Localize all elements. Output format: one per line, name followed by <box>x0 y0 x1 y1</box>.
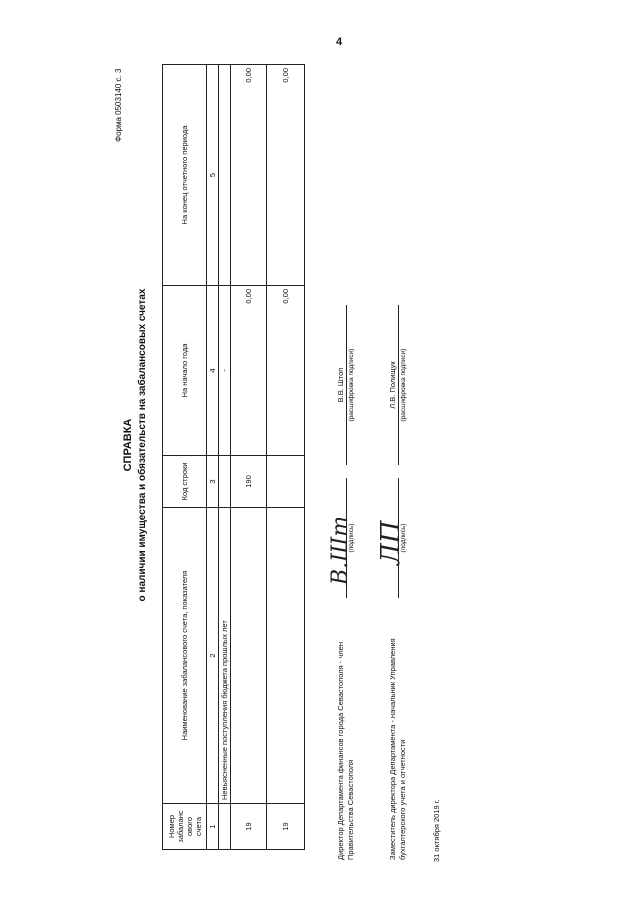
row-name: Невыясненные поступления бюджета прошлых… <box>218 507 231 804</box>
document-subtitle: о наличии имущества и обязательств на за… <box>137 288 148 602</box>
col-number: 1 <box>206 803 219 850</box>
name-caption: (расшифровка подписи) <box>400 348 407 422</box>
row-code: 190 <box>230 455 267 508</box>
row-begin: 0,00 <box>230 285 267 456</box>
row-name <box>266 507 305 804</box>
row-account <box>218 803 231 850</box>
signer-name: В.В. Штоп <box>336 367 345 403</box>
title-block: СПРАВКА о наличии имущества и обязательс… <box>122 235 148 655</box>
row-end: 0,00 <box>266 64 305 286</box>
column-number-row: 1 2 3 4 5 <box>206 64 219 850</box>
row-account: 19 <box>230 803 267 850</box>
document-title: СПРАВКА <box>122 418 134 472</box>
row-code <box>266 455 305 508</box>
header-begin: На начало года <box>162 285 207 456</box>
signature-caption: (подпись) <box>400 523 407 553</box>
header-end: На конец отчетного периода <box>162 64 207 286</box>
accounts-table-wrap: Номер забаланс ового счета Наименование … <box>162 64 305 850</box>
table-row: 19 0,00 0,00 <box>266 64 305 850</box>
signature-caption: (подпись) <box>348 523 355 553</box>
page-number: 4 <box>336 36 343 48</box>
col-number: 3 <box>206 455 219 508</box>
row-name <box>230 507 267 804</box>
accounts-table: Номер забаланс ового счета Наименование … <box>162 64 305 850</box>
row-end <box>218 64 231 286</box>
row-begin: 0,00 <box>266 285 305 456</box>
name-caption: (расшифровка подписи) <box>348 348 355 422</box>
table-row: Невыясненные поступления бюджета прошлых… <box>218 64 231 850</box>
header-row: Номер забаланс ового счета Наименование … <box>162 64 207 850</box>
signer-name: Л.В. Полищук <box>388 361 397 409</box>
table-row: 19 190 0,00 0,00 <box>230 64 267 850</box>
col-number: 5 <box>206 64 219 286</box>
col-number: 2 <box>206 507 219 804</box>
row-end: 0,00 <box>230 64 267 286</box>
form-code: Форма 0503140 с. 3 <box>114 68 123 142</box>
signature-position: Заместитель директора Департамента - нач… <box>388 638 407 860</box>
header-account: Номер забаланс ового счета <box>162 803 207 850</box>
row-begin: - <box>218 285 231 456</box>
signature-position: Директор Департамента финансов города Се… <box>336 642 355 860</box>
header-name: Наименование забалансового счета, показа… <box>162 507 207 804</box>
col-number: 4 <box>206 285 219 456</box>
document-date: 31 октября 2019 г. <box>432 799 441 862</box>
signature-block-deputy: Заместитель директора Департамента - нач… <box>376 300 462 860</box>
header-code: Код строки <box>162 455 207 508</box>
row-code <box>218 455 231 508</box>
row-account: 19 <box>266 803 305 850</box>
